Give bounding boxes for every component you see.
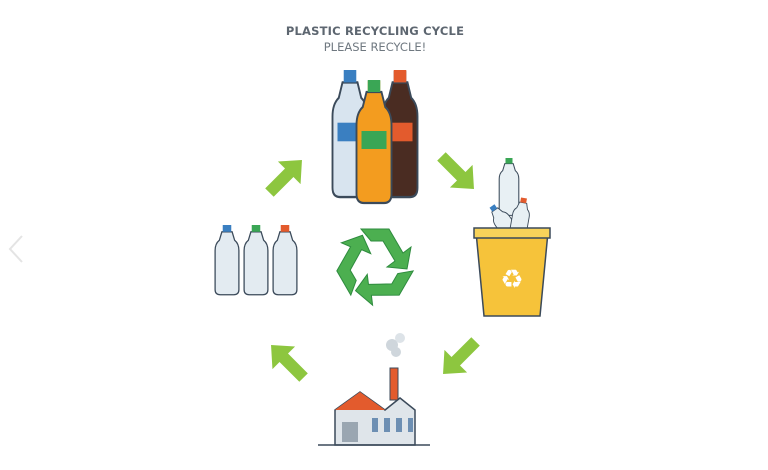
recycled-bottles-group — [214, 224, 298, 296]
recycle-bin: ♻ — [473, 157, 551, 317]
orange-soda-bottle — [355, 78, 393, 205]
carousel-prev-button[interactable] — [6, 232, 30, 266]
arrow-icon — [431, 330, 487, 386]
new-bottles-group — [331, 68, 419, 205]
factory — [318, 333, 430, 446]
cola-bottle — [381, 68, 419, 199]
arrow-icon — [259, 333, 315, 389]
recycle-symbol-icon — [336, 228, 415, 307]
diagram-title: PLASTIC RECYCLING CYCLE — [285, 24, 465, 38]
recycle-icon: ♻ — [500, 265, 523, 295]
arrow-icon — [258, 148, 314, 204]
chevron-left-icon — [8, 235, 23, 263]
arrow-icon — [430, 145, 486, 201]
diagram-subtitle: PLEASE RECYCLE! — [323, 40, 427, 54]
